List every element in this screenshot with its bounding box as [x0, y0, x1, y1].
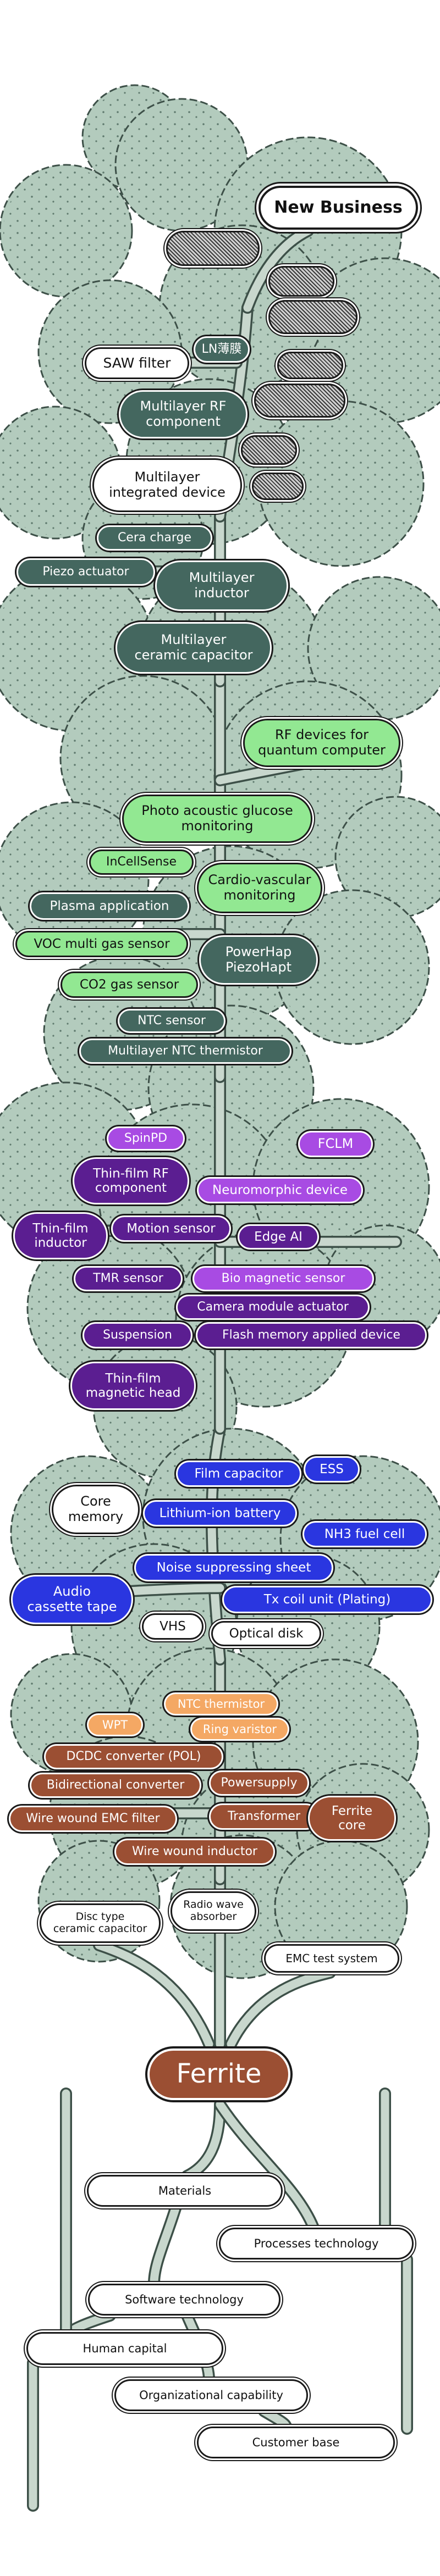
multilayer-inductor: Multilayer inductor — [155, 560, 288, 611]
multilayer-ceramic-capacitor: Multilayer ceramic capacitor — [116, 622, 272, 674]
cera-charge: Cera charge — [97, 525, 212, 551]
ring-varistor: Ring varistor — [190, 1718, 289, 1741]
multilayer-integrated-device: Multilayer integrated device — [92, 458, 242, 512]
bidirectional-converter: Bidirectional converter — [30, 1773, 201, 1798]
lithium-ion-battery: Lithium-ion battery — [143, 1500, 297, 1526]
fclm: FCLM — [298, 1131, 373, 1157]
voc-multi-gas-sensor: VOC multi gas sensor — [15, 931, 188, 957]
flash-memory-applied-device: Flash memory applied device — [196, 1322, 427, 1348]
cardio-vascular-monitoring: Cardio-vascular monitoring — [197, 863, 322, 913]
placeholder-bubble — [254, 384, 345, 418]
placeholder-bubble — [268, 300, 358, 334]
placeholder-bubble — [166, 231, 260, 266]
ln-thin-film: LN薄膜 — [194, 336, 250, 363]
thin-film-magnetic-head: Thin-film magnetic head — [70, 1362, 196, 1410]
new-business-title: New Business — [258, 186, 418, 230]
ntc-sensor: NTC sensor — [118, 1009, 226, 1033]
audio-cassette-tape: Audio cassette tape — [11, 1575, 133, 1624]
radio-wave-absorber: Radio wave absorber — [170, 1891, 256, 1931]
ntc-thermistor: NTC thermistor — [164, 1692, 278, 1716]
powersupply: Powersupply — [209, 1770, 309, 1796]
thin-film-inductor: Thin-film inductor — [13, 1212, 108, 1259]
placeholder-bubble — [252, 473, 304, 500]
materials: Materials — [87, 2175, 283, 2207]
neuromorphic-device: Neuromorphic device — [197, 1177, 363, 1203]
human-capital: Human capital — [26, 2332, 223, 2365]
multilayer-rf-component: Multilayer RF component — [119, 390, 248, 438]
plasma-application: Plasma application — [30, 892, 189, 920]
piezo-actuator: Piezo actuator — [16, 558, 155, 586]
thin-film-rf-component: Thin-film RF component — [73, 1157, 189, 1204]
ess: ESS — [304, 1456, 360, 1483]
multilayer-ntc-thermistor: Multilayer NTC thermistor — [79, 1039, 292, 1064]
emc-test-system: EMC test system — [264, 1944, 399, 1973]
placeholder-bubble — [241, 435, 297, 465]
processes-technology: Processes technology — [219, 2228, 414, 2259]
tmr-sensor: TMR sensor — [74, 1266, 183, 1291]
photo-acoustic-glucose-monitoring: Photo acoustic glucose monitoring — [122, 795, 312, 843]
wpt: WPT — [87, 1713, 143, 1736]
nh3-fuel-cell: NH3 fuel cell — [302, 1521, 427, 1547]
placeholder-bubble — [268, 266, 334, 297]
incellsense: InCellSense — [89, 850, 194, 875]
tx-coil-unit-plating: Tx coil unit (Plating) — [222, 1586, 432, 1613]
wire-wound-inductor: Wire wound inductor — [114, 1839, 275, 1865]
noise-suppressing-sheet: Noise suppressing sheet — [134, 1554, 333, 1581]
ferrite-core: Ferrite core — [308, 1796, 396, 1841]
rf-devices-quantum-computer: RF devices for quantum computer — [243, 719, 400, 767]
ferrite-root: Ferrite — [147, 2048, 290, 2100]
film-capacitor: Film capacitor — [176, 1461, 301, 1487]
bio-magnetic-sensor: Bio magnetic sensor — [193, 1266, 374, 1291]
spinpd: SpinPD — [107, 1126, 185, 1151]
suspension: Suspension — [82, 1322, 193, 1348]
optical-disk: Optical disk — [211, 1621, 321, 1646]
dcdc-converter-pol: DCDC converter (POL) — [44, 1744, 223, 1769]
customer-base: Customer base — [197, 2427, 395, 2458]
transformer: Transformer — [209, 1803, 319, 1830]
camera-module-actuator: Camera module actuator — [176, 1295, 370, 1320]
placeholder-bubble — [277, 352, 343, 379]
edge-ai: Edge AI — [238, 1224, 319, 1250]
software-technology: Software technology — [88, 2284, 280, 2316]
organizational-capability: Organizational capability — [114, 2379, 308, 2411]
saw-filter: SAW filter — [85, 347, 189, 379]
core-memory: Core memory — [52, 1485, 140, 1534]
co2-gas-sensor: CO2 gas sensor — [61, 971, 198, 998]
wire-wound-emc-filter: Wire wound EMC filter — [9, 1806, 177, 1832]
vhs: VHS — [142, 1613, 204, 1640]
motion-sensor: Motion sensor — [111, 1215, 231, 1242]
powerhap-piezohapt: PowerHap PiezoHapt — [199, 935, 318, 985]
disc-type-ceramic-capacitor: Disc type ceramic capacitor — [40, 1903, 161, 1943]
